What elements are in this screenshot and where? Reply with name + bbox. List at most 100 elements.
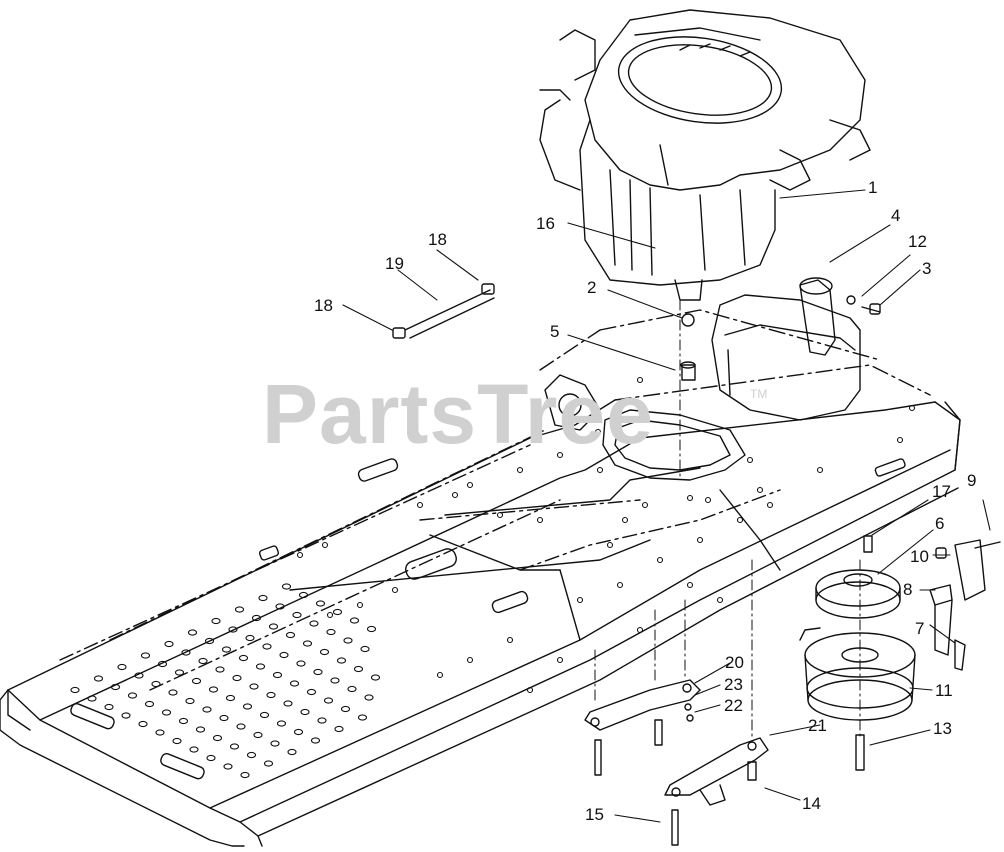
floor-hole xyxy=(121,712,131,719)
frame-hole xyxy=(594,428,602,436)
floor-hole xyxy=(253,731,263,739)
callout-23: 23 xyxy=(724,675,743,694)
floor-hole xyxy=(300,708,310,716)
callout-19: 19 xyxy=(385,254,404,273)
floor-hole xyxy=(117,663,127,671)
floor-hole xyxy=(259,711,270,719)
frame-hole xyxy=(908,404,916,412)
frame xyxy=(0,299,961,847)
floor-hole xyxy=(110,683,121,691)
floor-hole xyxy=(334,725,344,733)
callout-13: 13 xyxy=(933,719,952,738)
frame-hole xyxy=(326,611,334,619)
floor-hole xyxy=(306,688,317,696)
callout-6: 6 xyxy=(935,514,945,533)
callout-7: 7 xyxy=(915,619,925,638)
frame-hole xyxy=(466,656,474,664)
frame-hole xyxy=(696,536,704,544)
floor-hole xyxy=(228,626,238,633)
floor-hole xyxy=(202,706,212,713)
frame-hole xyxy=(321,541,329,549)
callout-15: 15 xyxy=(585,805,604,824)
floor-hole xyxy=(215,666,225,673)
floor-hole xyxy=(296,660,306,667)
frame-hole xyxy=(516,466,524,474)
floor-hole xyxy=(287,748,297,756)
frame-hole xyxy=(356,601,364,609)
floor-hole xyxy=(87,695,97,702)
frame-hole xyxy=(716,596,724,604)
floor-hole xyxy=(347,685,357,693)
frame-hole xyxy=(606,541,614,549)
floor-hole xyxy=(155,729,165,736)
frame-hole xyxy=(416,501,424,509)
floor-hole xyxy=(262,643,272,650)
floor-hole xyxy=(157,660,168,668)
frame-hole xyxy=(296,551,304,559)
frame-hole xyxy=(704,496,712,504)
floor-hole xyxy=(151,680,161,688)
frame-hole xyxy=(746,456,754,464)
floor-hole xyxy=(198,657,208,665)
floor-hole xyxy=(326,628,336,636)
floor-hole xyxy=(140,652,151,659)
frame-hole xyxy=(736,516,744,524)
floor-hole xyxy=(364,694,374,701)
muffler xyxy=(711,277,861,421)
frame-hole xyxy=(526,686,534,694)
callout-4: 4 xyxy=(891,206,901,225)
floor-hole xyxy=(336,657,347,664)
idler-arms xyxy=(392,283,881,846)
leader-lines xyxy=(342,189,991,823)
floor-hole xyxy=(340,705,351,713)
callout-16: 16 xyxy=(536,214,555,233)
frame-hole xyxy=(506,636,514,644)
frame-hole xyxy=(816,466,824,474)
floor-hole xyxy=(206,754,216,762)
floor-hole xyxy=(275,603,285,610)
floor-hole xyxy=(323,697,334,704)
frame-hole xyxy=(596,466,604,474)
floor-hole xyxy=(225,694,236,702)
floor-hole xyxy=(187,629,198,636)
floor-hole xyxy=(315,600,326,607)
floor-hole xyxy=(258,594,268,602)
floor-hole xyxy=(285,631,296,639)
floor-hole xyxy=(234,606,245,613)
callout-2: 2 xyxy=(587,278,597,297)
floor-hole xyxy=(144,700,155,708)
floor-hole xyxy=(127,692,138,699)
floor-hole xyxy=(138,720,148,728)
frame-hole xyxy=(621,516,629,524)
frame-hole xyxy=(536,516,544,524)
floor-hole xyxy=(229,743,240,750)
frame-hole xyxy=(466,481,474,489)
floor-hole xyxy=(189,746,199,753)
callout-22: 22 xyxy=(724,696,743,715)
floor-hole xyxy=(172,737,182,745)
floor-hole xyxy=(270,740,280,747)
floor-hole xyxy=(212,734,223,742)
floor-hole xyxy=(279,651,289,659)
floor-hole xyxy=(349,617,360,624)
callout-1: 1 xyxy=(868,178,878,197)
floor-hole xyxy=(272,671,283,679)
frame-hole xyxy=(556,656,564,664)
floor-hole xyxy=(255,663,266,670)
floor-hole xyxy=(366,625,377,633)
floor-hole xyxy=(195,726,206,733)
watermark-text: PartsTree xyxy=(262,367,654,461)
frame-hole xyxy=(756,486,764,494)
frame-hole xyxy=(391,586,399,594)
floor-hole xyxy=(204,637,215,645)
floor-hole xyxy=(360,645,370,653)
engine xyxy=(539,9,871,301)
floor-hole xyxy=(240,771,250,779)
frame-hole xyxy=(766,501,774,509)
frame-hole xyxy=(496,511,504,519)
floor-hole xyxy=(181,649,191,656)
floor-hole xyxy=(313,668,323,676)
callout-18-upper: 18 xyxy=(428,230,447,249)
callout-20: 20 xyxy=(725,653,744,672)
